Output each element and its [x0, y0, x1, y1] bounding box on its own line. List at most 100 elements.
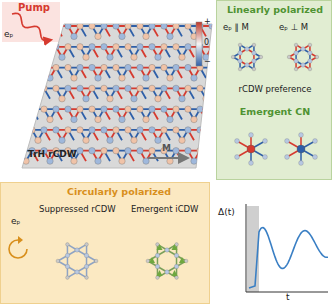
- bond: [200, 129, 212, 131]
- site: [179, 96, 185, 102]
- label: TrH rCDW: [28, 150, 77, 160]
- bond: [308, 192, 314, 202]
- site: [173, 2, 179, 8]
- site: [59, 96, 65, 102]
- site: [209, 85, 215, 91]
- bond: [92, 5, 98, 15]
- site: [238, 67, 242, 71]
- site: [238, 51, 242, 55]
- plane: [22, 24, 212, 168]
- site: [161, 106, 167, 112]
- panel-text: rCDW preference: [238, 85, 311, 94]
- site: [77, 85, 83, 91]
- site: [155, 96, 161, 102]
- site: [137, 2, 143, 8]
- bond: [176, 5, 182, 15]
- bond: [8, 151, 14, 161]
- bond: [20, 108, 32, 110]
- kagome-lattice: [0, 0, 332, 206]
- bond: [20, 47, 26, 57]
- site: [235, 139, 240, 144]
- site: [29, 127, 35, 133]
- site: [161, 85, 167, 91]
- site: [29, 44, 35, 50]
- panel: Circularly polarizedeₚSuppressed rCDWEme…: [0, 182, 210, 304]
- site: [89, 106, 95, 112]
- site: [185, 127, 191, 133]
- site: [173, 148, 179, 154]
- site: [17, 168, 23, 174]
- site: [209, 148, 215, 154]
- site: [301, 47, 305, 51]
- bond: [176, 171, 182, 181]
- site: [0, 158, 5, 164]
- bond: [200, 171, 206, 181]
- site: [173, 64, 179, 70]
- site: [113, 148, 119, 154]
- bond: [0, 88, 2, 98]
- label: M: [162, 144, 171, 154]
- bond: [200, 151, 206, 161]
- site: [65, 2, 71, 8]
- site: [17, 85, 23, 91]
- arrow-head: [18, 236, 23, 244]
- bond: [32, 68, 38, 78]
- bond: [260, 191, 272, 193]
- site: [149, 168, 155, 174]
- bond: [0, 47, 2, 57]
- site: [113, 44, 119, 50]
- bond: [296, 191, 308, 193]
- bond: [248, 191, 260, 193]
- bond: [0, 129, 8, 131]
- bond: [236, 192, 242, 202]
- site: [156, 276, 160, 280]
- bond: [272, 191, 284, 193]
- site: [209, 127, 215, 133]
- site: [84, 264, 88, 268]
- site: [308, 59, 312, 63]
- bond: [0, 109, 2, 119]
- bond: [32, 46, 44, 48]
- panel-text: Emergent CN: [240, 107, 310, 117]
- site: [125, 106, 131, 112]
- order-parameter-curve: [249, 228, 328, 288]
- site: [221, 189, 227, 195]
- site: [101, 168, 107, 174]
- bond: [284, 191, 296, 193]
- site: [85, 276, 89, 280]
- bond: [284, 192, 290, 202]
- bond: [68, 171, 74, 181]
- bond: [20, 87, 32, 89]
- bond: [152, 171, 164, 173]
- bond: [128, 4, 140, 6]
- bond: [68, 5, 74, 15]
- bond: [206, 130, 212, 140]
- site: [125, 168, 131, 174]
- site: [167, 75, 173, 81]
- site: [185, 23, 191, 29]
- site: [185, 44, 191, 50]
- bond: [158, 171, 164, 181]
- bond: [20, 171, 32, 173]
- bond: [8, 88, 14, 98]
- site: [185, 168, 191, 174]
- bond: [0, 151, 2, 161]
- bond: [56, 171, 68, 173]
- site: [47, 116, 53, 122]
- site: [185, 2, 191, 8]
- bond: [0, 68, 2, 78]
- bond: [56, 5, 62, 15]
- site: [245, 47, 249, 51]
- site: [249, 161, 254, 166]
- bond: [26, 68, 32, 78]
- site: [35, 137, 41, 143]
- bond: [44, 171, 56, 173]
- site: [11, 96, 17, 102]
- site: [252, 67, 256, 71]
- site: [113, 2, 119, 8]
- bond: [206, 88, 212, 98]
- site: [35, 12, 41, 18]
- site: [287, 199, 293, 205]
- bond: [0, 130, 2, 140]
- site: [233, 189, 239, 195]
